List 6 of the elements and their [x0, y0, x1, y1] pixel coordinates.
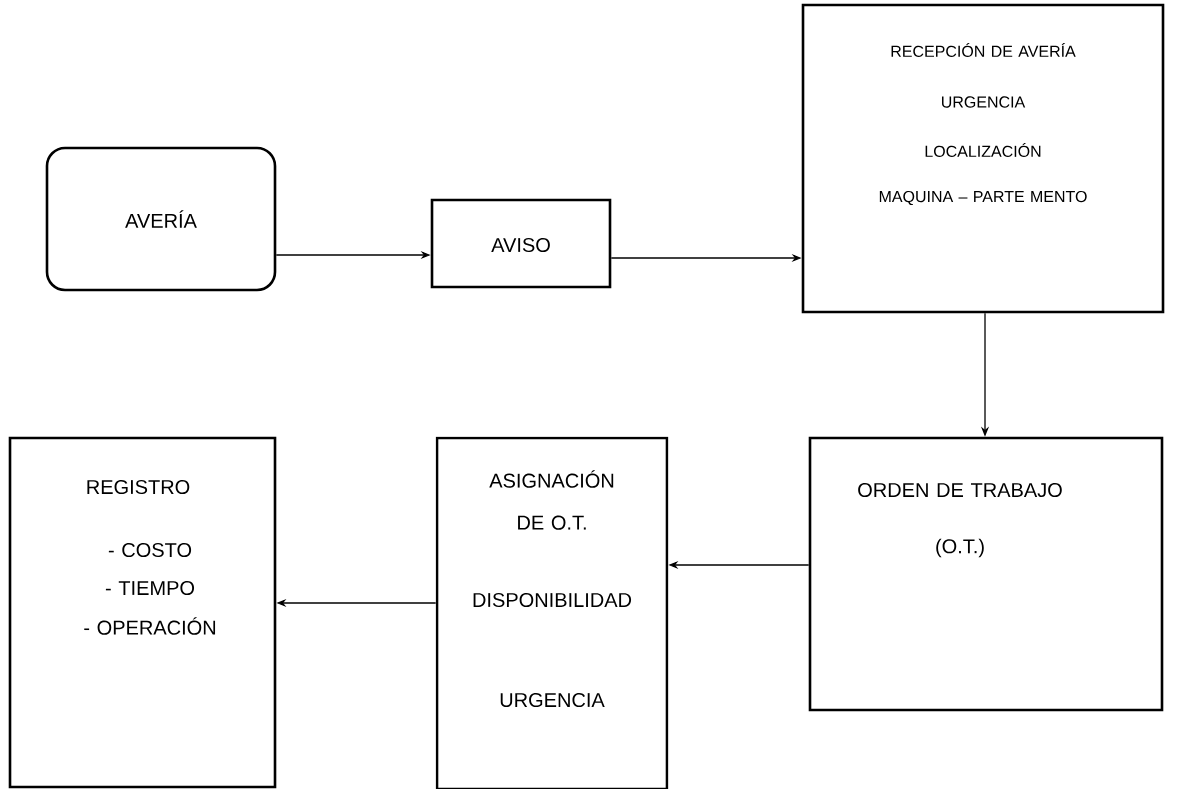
- process-box: AVISO: [430, 198, 612, 289]
- rounded-box: AVERÍA: [45, 146, 277, 292]
- process-box: ORDEN DE TRABAJO (O.T.): [808, 436, 1164, 712]
- process-box: RECEPCIÓN DE AVERÍA URGENCIA LOCALIZACIÓN MAQUINA – PARTE MENTO: [801, 3, 1165, 314]
- process-box: ASIGNACIÓN DE O.T. DISPONIBILIDAD URGENCIA: [435, 436, 669, 789]
- process-box: REGISTRO - COSTO - TIEMPO - OPERACIÓN: [8, 436, 277, 789]
